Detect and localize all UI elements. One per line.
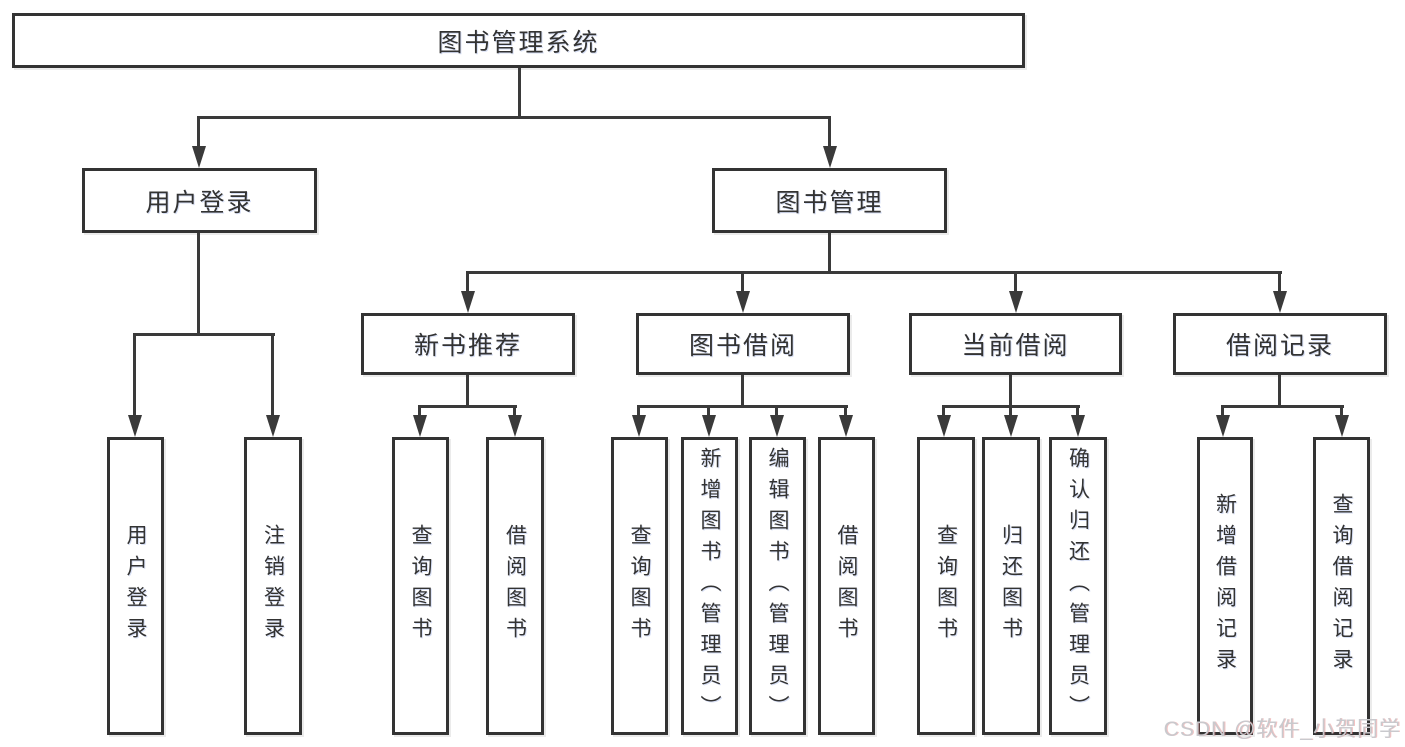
connector-line xyxy=(271,333,274,417)
node-current-borrow: 当前借阅 xyxy=(909,313,1122,375)
leaf-edit-books-admin: 编辑图书（管理员） xyxy=(749,437,806,735)
node-root: 图书管理系统 xyxy=(12,13,1025,68)
csdn-watermark: CSDN @软件_小贺同学 xyxy=(1163,718,1401,741)
connector-line xyxy=(133,333,275,336)
node-book-management: 图书管理 xyxy=(712,168,947,233)
arrowhead-down-icon xyxy=(839,415,853,437)
connector-line xyxy=(197,116,831,119)
arrowhead-down-icon xyxy=(702,415,716,437)
arrowhead-down-icon xyxy=(1335,415,1349,437)
arrowhead-down-icon xyxy=(736,291,750,313)
connector-line xyxy=(518,68,521,118)
arrowhead-down-icon xyxy=(632,415,646,437)
connector-line xyxy=(197,116,200,150)
leaf-query-books-current: 查询图书 xyxy=(917,437,975,735)
connector-line xyxy=(1278,375,1281,407)
connector-line xyxy=(418,405,517,408)
connector-line xyxy=(513,405,516,419)
arrowhead-down-icon xyxy=(1071,415,1085,437)
connector-line xyxy=(466,375,469,407)
leaf-add-books-admin: 新增图书（管理员） xyxy=(681,437,738,735)
leaf-query-borrow-record: 查询借阅记录 xyxy=(1313,437,1370,735)
connector-line xyxy=(1009,405,1012,419)
connector-line xyxy=(466,271,1282,274)
leaf-return-books: 归还图书 xyxy=(982,437,1040,735)
arrowhead-down-icon xyxy=(1273,291,1287,313)
arrowhead-down-icon xyxy=(192,146,206,168)
connector-line xyxy=(828,233,831,273)
connector-line xyxy=(1076,405,1079,419)
connector-line xyxy=(1014,271,1017,295)
leaf-query-books-recommend: 查询图书 xyxy=(392,437,449,735)
connector-line xyxy=(637,405,640,419)
node-borrow-records: 借阅记录 xyxy=(1173,313,1387,375)
arrowhead-down-icon xyxy=(128,415,142,437)
node-user-login: 用户登录 xyxy=(82,168,317,233)
connector-line xyxy=(637,405,848,408)
node-new-book-recommend: 新书推荐 xyxy=(361,313,575,375)
connector-line xyxy=(707,405,710,419)
connector-line xyxy=(418,405,421,419)
connector-line xyxy=(844,405,847,419)
connector-line xyxy=(1221,405,1344,408)
leaf-confirm-return-admin: 确认归还（管理员） xyxy=(1049,437,1107,735)
arrowhead-down-icon xyxy=(266,415,280,437)
connector-line xyxy=(1278,271,1281,295)
connector-line xyxy=(741,271,744,295)
leaf-logout: 注销登录 xyxy=(244,437,302,735)
leaf-add-borrow-record: 新增借阅记录 xyxy=(1197,437,1253,735)
node-book-borrow: 图书借阅 xyxy=(636,313,850,375)
arrowhead-down-icon xyxy=(937,415,951,437)
arrowhead-down-icon xyxy=(413,415,427,437)
connector-line xyxy=(1221,405,1224,419)
connector-line xyxy=(775,405,778,419)
arrowhead-down-icon xyxy=(770,415,784,437)
arrowhead-down-icon xyxy=(823,146,837,168)
arrowhead-down-icon xyxy=(1216,415,1230,437)
connector-line xyxy=(828,116,831,150)
arrowhead-down-icon xyxy=(1009,291,1023,313)
leaf-borrow-books-recommend: 借阅图书 xyxy=(486,437,544,735)
arrowhead-down-icon xyxy=(508,415,522,437)
leaf-query-books-borrow: 查询图书 xyxy=(611,437,668,735)
connector-line xyxy=(466,271,469,295)
arrowhead-down-icon xyxy=(461,291,475,313)
leaf-borrow-books: 借阅图书 xyxy=(818,437,875,735)
connector-line xyxy=(197,233,200,335)
leaf-user-login: 用户登录 xyxy=(107,437,164,735)
connector-line xyxy=(1009,375,1012,407)
connector-line xyxy=(741,375,744,407)
connector-line xyxy=(133,333,136,417)
arrowhead-down-icon xyxy=(1004,415,1018,437)
connector-line xyxy=(1340,405,1343,419)
connector-line xyxy=(942,405,945,419)
